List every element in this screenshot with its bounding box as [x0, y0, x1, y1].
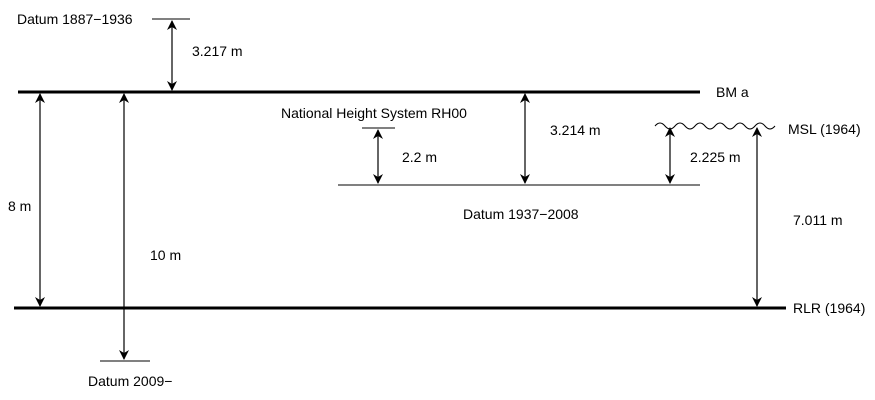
measure-7011: 7.011 m: [793, 212, 843, 228]
msl-wave-icon: [654, 122, 776, 130]
label-rlr: RLR (1964): [793, 300, 865, 316]
measure-2225: 2.225 m: [690, 149, 741, 165]
label-datum-2009: Datum 2009−: [88, 373, 172, 389]
label-rh00: National Height System RH00: [281, 105, 467, 121]
measure-10: 10 m: [150, 247, 181, 263]
measure-8: 8 m: [8, 198, 31, 214]
measure-3217: 3.217 m: [192, 43, 243, 59]
measure-3214: 3.214 m: [550, 122, 601, 138]
label-bm-a: BM a: [716, 84, 749, 100]
measure-22: 2.2 m: [402, 149, 437, 165]
label-datum-1937: Datum 1937−2008: [463, 206, 579, 222]
label-datum-1887: Datum 1887−1936: [17, 11, 133, 27]
label-msl: MSL (1964): [788, 121, 861, 137]
